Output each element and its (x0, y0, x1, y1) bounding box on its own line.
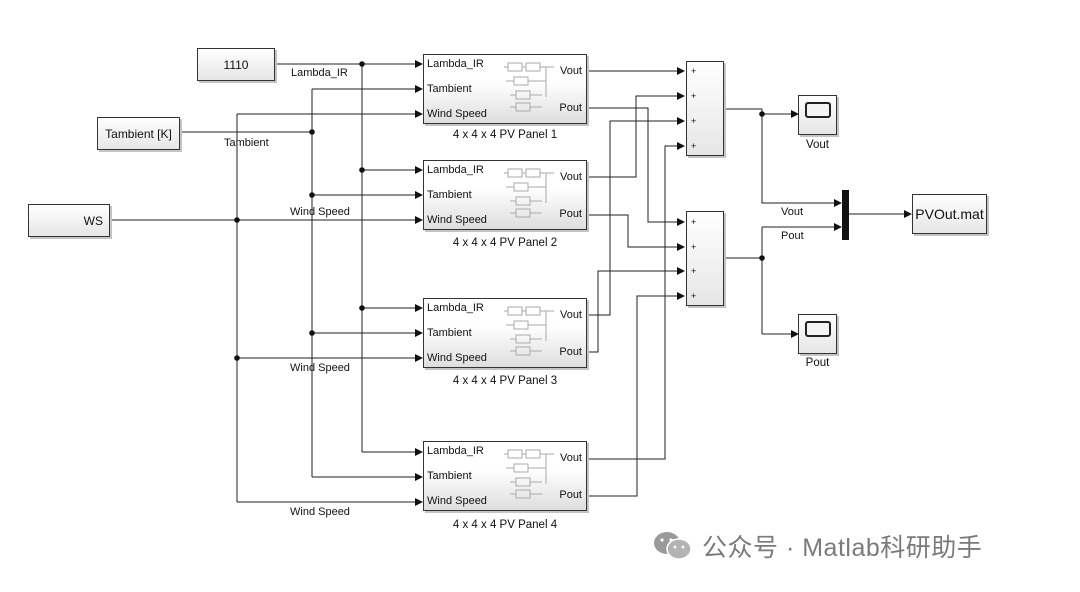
scope-vout-caption: Vout (805, 139, 830, 151)
subsystem-icon (504, 168, 554, 218)
scope-icon (805, 321, 831, 337)
pv-panel-1-port-lambda-ir: Lambda_IR (427, 58, 484, 70)
signal-label-wind-speed-3: Wind Speed (290, 506, 350, 518)
to-file-block[interactable]: PVOut.mat (912, 194, 987, 234)
pv-panel-1-port-wind-speed: Wind Speed (427, 108, 487, 120)
pv-panel-1-caption: 4 x 4 x 4 PV Panel 1 (452, 129, 558, 141)
pv-panel-1-block[interactable]: Lambda_IR Tambient Wind Speed Vout Pout (423, 54, 587, 124)
pv-panel-2-port-lambda-ir: Lambda_IR (427, 164, 484, 176)
sum-vout-sign-1: + (691, 66, 697, 76)
tambient-source-block[interactable]: Tambient [K] (97, 117, 180, 150)
signal-label-lambda-ir: Lambda_IR (291, 67, 348, 79)
pv-panel-3-caption: 4 x 4 x 4 PV Panel 3 (452, 375, 558, 387)
pv-panel-2-port-pout: Pout (559, 208, 582, 220)
pv-panel-2-block[interactable]: Lambda_IR Tambient Wind Speed Vout Pout (423, 160, 587, 230)
signal-label-wind-speed-1: Wind Speed (290, 206, 350, 218)
subsystem-icon (504, 306, 554, 356)
pv-panel-2-port-wind-speed: Wind Speed (427, 214, 487, 226)
sum-pout-sign-4: + (691, 291, 697, 301)
sum-pout-sign-1: + (691, 217, 697, 227)
pv-panel-3-block[interactable]: Lambda_IR Tambient Wind Speed Vout Pout (423, 298, 587, 368)
pv-panel-3-port-vout: Vout (559, 309, 582, 321)
to-file-name: PVOut.mat (915, 206, 984, 222)
mux-block[interactable] (842, 190, 849, 240)
scope-pout-caption: Pout (805, 357, 830, 369)
sum-pout-sign-2: + (691, 242, 697, 252)
scope-vout-block[interactable] (798, 95, 837, 135)
pv-panel-1-port-vout: Vout (559, 65, 582, 77)
pv-panel-2-caption: 4 x 4 x 4 PV Panel 2 (452, 237, 558, 249)
signal-label-tambient: Tambient (224, 137, 269, 149)
sum-pout-block[interactable]: + + + + (686, 211, 724, 306)
pv-panel-3-port-pout: Pout (559, 346, 582, 358)
sum-vout-sign-2: + (691, 91, 697, 101)
sum-vout-block[interactable]: + + + + (686, 61, 724, 156)
sum-pout-sign-3: + (691, 266, 697, 276)
subsystem-icon (504, 62, 554, 112)
ws-source-label: WS (83, 214, 103, 228)
wechat-icon (654, 532, 692, 560)
watermark-text: 公众号 · Matlab科研助手 (702, 534, 983, 562)
signal-label-pout: Pout (781, 230, 804, 242)
pv-panel-4-port-lambda-ir: Lambda_IR (427, 445, 484, 457)
sum-vout-sign-4: + (691, 141, 697, 151)
pv-panel-4-caption: 4 x 4 x 4 PV Panel 4 (452, 519, 558, 531)
pv-panel-1-port-pout: Pout (559, 102, 582, 114)
pv-panel-4-port-wind-speed: Wind Speed (427, 495, 487, 507)
signal-label-wind-speed-2: Wind Speed (290, 362, 350, 374)
subsystem-icon (504, 449, 554, 499)
signal-label-vout: Vout (781, 206, 804, 218)
scope-icon (805, 102, 831, 118)
scope-pout-block[interactable] (798, 314, 837, 354)
constant-value: 1110 (223, 58, 249, 72)
pv-panel-2-port-tambient: Tambient (427, 189, 472, 201)
pv-panel-4-port-tambient: Tambient (427, 470, 472, 482)
pv-panel-2-port-vout: Vout (559, 171, 582, 183)
ws-source-block[interactable]: WS (28, 204, 110, 237)
pv-panel-3-port-wind-speed: Wind Speed (427, 352, 487, 364)
tambient-source-label: Tambient [K] (105, 127, 172, 141)
pv-panel-4-port-vout: Vout (559, 452, 582, 464)
pv-panel-3-port-tambient: Tambient (427, 327, 472, 339)
constant-block[interactable]: 1110 (197, 48, 275, 81)
pv-panel-4-port-pout: Pout (559, 489, 582, 501)
pv-panel-1-port-tambient: Tambient (427, 83, 472, 95)
sum-vout-sign-3: + (691, 116, 697, 126)
pv-panel-3-port-lambda-ir: Lambda_IR (427, 302, 484, 314)
pv-panel-4-block[interactable]: Lambda_IR Tambient Wind Speed Vout Pout (423, 441, 587, 511)
